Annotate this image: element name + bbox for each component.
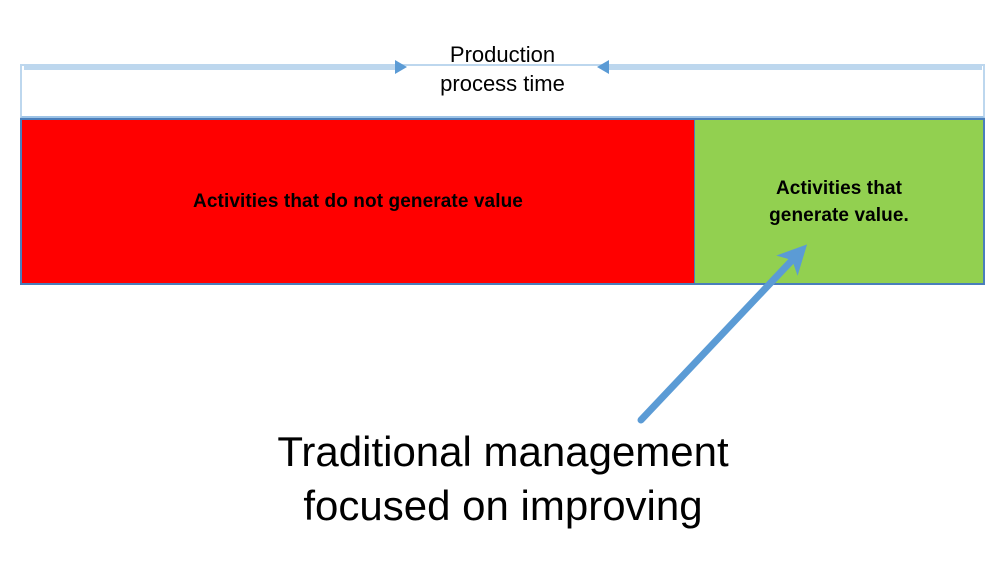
bar-segment-value: Activities that generate value.	[695, 120, 983, 283]
bar-segment-non-value-label: Activities that do not generate value	[193, 191, 523, 212]
arrow-left-pointing-icon	[597, 60, 609, 74]
bar-segment-value-label: Activities that generate value.	[769, 177, 909, 226]
production-process-time-label: Production process time	[440, 42, 565, 96]
span-arrow-right-line	[608, 65, 982, 70]
span-arrow-left-line	[24, 65, 402, 70]
process-time-bar: Activities that do not generate value Ac…	[20, 118, 985, 285]
arrow-right-pointing-icon	[395, 60, 407, 74]
bar-segment-non-value: Activities that do not generate value	[22, 120, 695, 283]
production-time-span-box	[20, 64, 985, 118]
callout-caption: Traditional management focused on improv…	[277, 428, 729, 529]
